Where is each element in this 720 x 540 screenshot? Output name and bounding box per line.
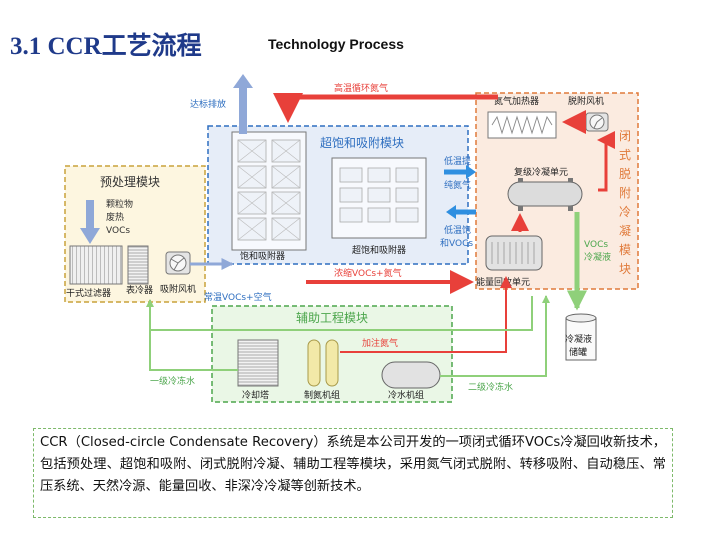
nitrogen-heater (487, 111, 557, 139)
water-return-flow (150, 296, 533, 331)
chiller-label: 冷水机组 (388, 389, 424, 401)
low-temp-purified-head (466, 165, 476, 179)
dry-filter (69, 245, 123, 285)
nitrogen-unit-label: 制氮机组 (304, 389, 340, 401)
flow-label-concentrated: 浓缩VOCs+氮气 (334, 267, 402, 279)
flow-label-discharge: 达标排放 (190, 98, 226, 110)
saturated-adsorber (231, 131, 307, 251)
surface-cooler-label: 表冷器 (126, 284, 153, 296)
flow-label-vocs-inlet: VOCs (106, 226, 130, 236)
nitrogen-heater-label: 氮气加热器 (494, 95, 539, 107)
desorb-fan (585, 112, 609, 132)
dry-filter-label: 干式过滤器 (66, 287, 111, 299)
flow-label-hot-nitrogen: 高温循环氮气 (334, 82, 388, 94)
page-title: 3.1 CCR工艺流程 (10, 33, 202, 60)
multistage-condenser-label: 复级冷凝单元 (514, 166, 568, 178)
condensate-tank-label-2: 储罐 (569, 346, 587, 358)
supersat-adsorber-label: 超饱和吸附器 (352, 244, 406, 256)
flow-label-add-nitrogen: 加注氮气 (362, 337, 398, 349)
desorb-fan-label: 脱附风机 (568, 95, 604, 107)
flow-label-low-temp-saturated-1: 低温饱 (444, 224, 471, 236)
condenser-to-fan-flow (597, 131, 615, 192)
flow-label-vocs-condensate-2: 冷凝液 (584, 251, 611, 263)
saturated-adsorber-label: 饱和吸附器 (240, 250, 285, 262)
flow-label-vocs-condensate-1: VOCs (584, 240, 608, 250)
cooling-tower (237, 339, 279, 387)
low-temp-saturated-head (446, 205, 456, 219)
description-text: CCR（Closed-circle Condensate Recovery）系统… (40, 435, 666, 494)
add-nitrogen-flow (340, 276, 512, 353)
condensate-tank-label-1: 冷凝液 (565, 333, 592, 345)
condensate-tank (565, 313, 597, 361)
flow-label-exhaust-heat: 废热 (106, 211, 124, 223)
cooling-tower-label: 冷却塔 (242, 389, 269, 401)
flow-label-low-temp-saturated-2: 和VOCs (440, 238, 473, 249)
energy-recovery-label: 能量回收单元 (476, 276, 530, 288)
inlet-arrow (80, 200, 100, 244)
flow-label-ambient-air: 常温VOCs+空气 (204, 291, 272, 303)
desorption-module-label: 闭式脱附冷凝模块 (619, 129, 631, 276)
flow-label-secondary-water: 二级冷冻水 (468, 381, 513, 393)
pretreatment-module-label: 预处理模块 (100, 175, 160, 189)
discharge-arrow (233, 74, 253, 134)
adsorb-fan (165, 251, 191, 275)
hot-nitrogen-flow (273, 93, 498, 123)
flow-label-primary-water: 一级冷冻水 (150, 375, 195, 387)
adsorption-module-label: 超饱和吸附模块 (320, 135, 404, 150)
nitrogen-unit (307, 339, 339, 387)
adsorb-fan-label: 吸附风机 (160, 283, 196, 295)
multistage-condenser (507, 178, 583, 211)
secondary-water-flow (440, 295, 550, 377)
auxiliary-module-label: 辅助工程模块 (296, 310, 368, 325)
flow-label-particles: 颗粒物 (106, 198, 133, 210)
surface-cooler (127, 245, 149, 285)
chiller (381, 361, 441, 389)
primary-water-flow (146, 299, 238, 371)
page-subtitle: Technology Process (268, 36, 404, 52)
description-box: CCR（Closed-circle Condensate Recovery）系统… (33, 428, 673, 518)
process-flow-diagram: 预处理模块 超饱和吸附模块 辅助工程模块 闭式脱附冷凝模块 颗粒物 废热 VOC… (64, 74, 639, 403)
flow-label-low-temp-purified-1: 低温提 (444, 155, 471, 167)
flow-label-low-temp-purified-2: 纯氮气 (444, 179, 471, 191)
supersat-adsorber (331, 157, 427, 239)
energy-recovery (485, 235, 543, 271)
